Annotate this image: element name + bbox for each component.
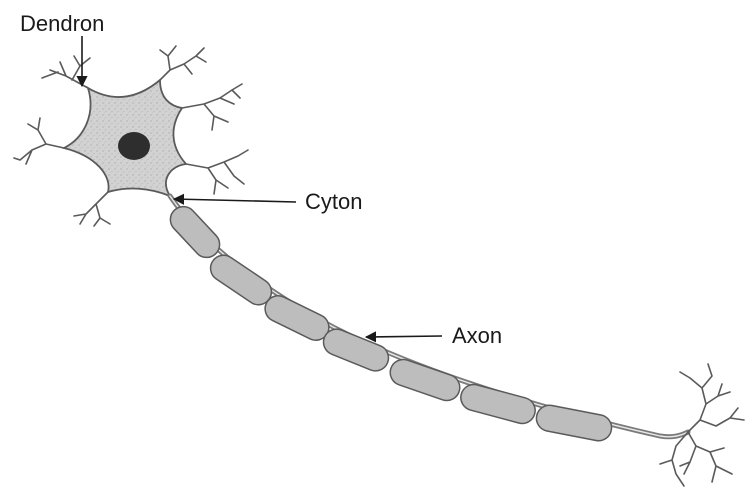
dendron-label: Dendron	[20, 13, 104, 35]
myelin-segment	[165, 201, 225, 263]
axon-terminals	[660, 364, 744, 486]
myelin-segment	[320, 325, 393, 375]
myelin-segment	[206, 250, 277, 310]
myelin-segment	[387, 356, 464, 404]
cyton-label: Cyton	[305, 191, 362, 213]
myelin-segment	[261, 291, 334, 344]
nucleus	[118, 132, 150, 160]
axon-pointer	[366, 336, 442, 337]
cyton-pointer	[174, 199, 296, 202]
axon-fiber	[170, 196, 688, 437]
myelin-segment	[534, 403, 614, 443]
myelin-sheath	[165, 201, 614, 443]
axon-label: Axon	[452, 325, 502, 347]
myelin-segment	[458, 382, 538, 427]
